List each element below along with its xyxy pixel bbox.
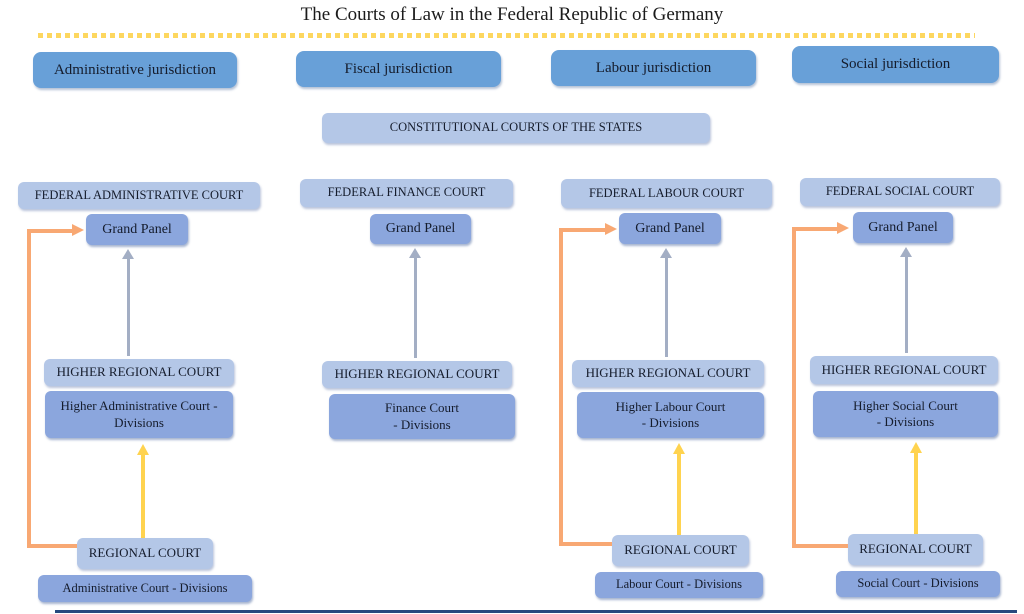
- yellow-up-arrowhead-labour: [673, 443, 685, 454]
- yellow-up-arrow-social: [914, 452, 918, 534]
- regional-court-labour-box: REGIONAL COURT: [612, 535, 749, 566]
- orange-connector-vertical-social: [792, 227, 796, 546]
- grand-panel-labour-box: Grand Panel: [619, 213, 721, 244]
- gray-up-arrow-administrative: [126, 258, 130, 356]
- gray-up-arrowhead-labour: [660, 248, 672, 258]
- orange-connector-vertical-labour: [559, 228, 563, 544]
- yellow-up-arrowhead-administrative: [137, 444, 149, 455]
- orange-arrowhead-social: [837, 222, 849, 234]
- orange-connector-bottom-administrative: [27, 544, 77, 548]
- orange-connector-vertical-administrative: [27, 229, 31, 547]
- gray-up-arrow-social: [904, 256, 908, 353]
- administrative-court-divisions-box: Administrative Court - Divisions: [38, 575, 252, 602]
- orange-connector-top-administrative: [27, 229, 73, 233]
- regional-court-social-box: REGIONAL COURT: [848, 534, 983, 565]
- higher-administrative-court-divisions-box: Higher Administrative Court - Divisions: [45, 391, 233, 438]
- federal-social-court-box: FEDERAL SOCIAL COURT: [800, 178, 1000, 206]
- higher-regional-court-administrative-box: HIGHER REGIONAL COURT: [44, 359, 234, 386]
- yellow-up-arrowhead-social: [910, 442, 922, 453]
- grand-panel-fiscal-box: Grand Panel: [370, 214, 471, 244]
- social-court-divisions-box: Social Court - Divisions: [836, 571, 1000, 597]
- federal-administrative-court-box: FEDERAL ADMINISTRATIVE COURT: [18, 182, 260, 209]
- higher-regional-court-fiscal-box: HIGHER REGIONAL COURT: [322, 361, 512, 388]
- header-administrative-jurisdiction: Administrative jurisdiction: [33, 52, 237, 88]
- gray-up-arrowhead-social: [900, 247, 912, 257]
- federal-labour-court-box: FEDERAL LABOUR COURT: [561, 179, 772, 208]
- diagram-title: The Courts of Law in the Federal Republi…: [300, 4, 724, 25]
- gray-up-arrowhead-fiscal: [409, 248, 421, 258]
- higher-labour-court-divisions-box: Higher Labour Court - Divisions: [577, 392, 764, 438]
- higher-social-court-divisions-box: Higher Social Court - Divisions: [813, 391, 998, 437]
- orange-connector-top-social: [792, 227, 838, 231]
- finance-court-divisions-box: Finance Court - Divisions: [329, 394, 515, 439]
- constitutional-courts-box: CONSTITUTIONAL COURTS OF THE STATES: [322, 113, 710, 143]
- dotted-divider-line: [38, 33, 975, 38]
- yellow-up-arrow-administrative: [141, 454, 145, 538]
- orange-arrowhead-labour: [605, 223, 617, 235]
- higher-regional-court-labour-box: HIGHER REGIONAL COURT: [572, 360, 764, 387]
- gray-up-arrow-labour: [664, 257, 668, 357]
- federal-finance-court-box: FEDERAL FINANCE COURT: [300, 179, 513, 207]
- header-social-jurisdiction: Social jurisdiction: [792, 46, 999, 83]
- grand-panel-social-box: Grand Panel: [853, 212, 953, 243]
- orange-connector-bottom-social: [792, 544, 848, 548]
- grand-panel-administrative-box: Grand Panel: [86, 214, 188, 245]
- orange-arrowhead-administrative: [72, 224, 84, 236]
- gray-up-arrowhead-administrative: [122, 249, 134, 259]
- orange-connector-top-labour: [559, 228, 606, 232]
- header-labour-jurisdiction: Labour jurisdiction: [551, 50, 756, 86]
- orange-connector-bottom-labour: [559, 542, 612, 546]
- higher-regional-court-social-box: HIGHER REGIONAL COURT: [810, 356, 998, 384]
- labour-court-divisions-box: Labour Court - Divisions: [595, 572, 763, 598]
- gray-up-arrow-fiscal: [413, 257, 417, 358]
- yellow-up-arrow-labour: [677, 453, 681, 535]
- bottom-edge-line: [55, 610, 1017, 613]
- regional-court-administrative-box: REGIONAL COURT: [77, 538, 213, 569]
- header-fiscal-jurisdiction: Fiscal jurisdiction: [296, 51, 501, 87]
